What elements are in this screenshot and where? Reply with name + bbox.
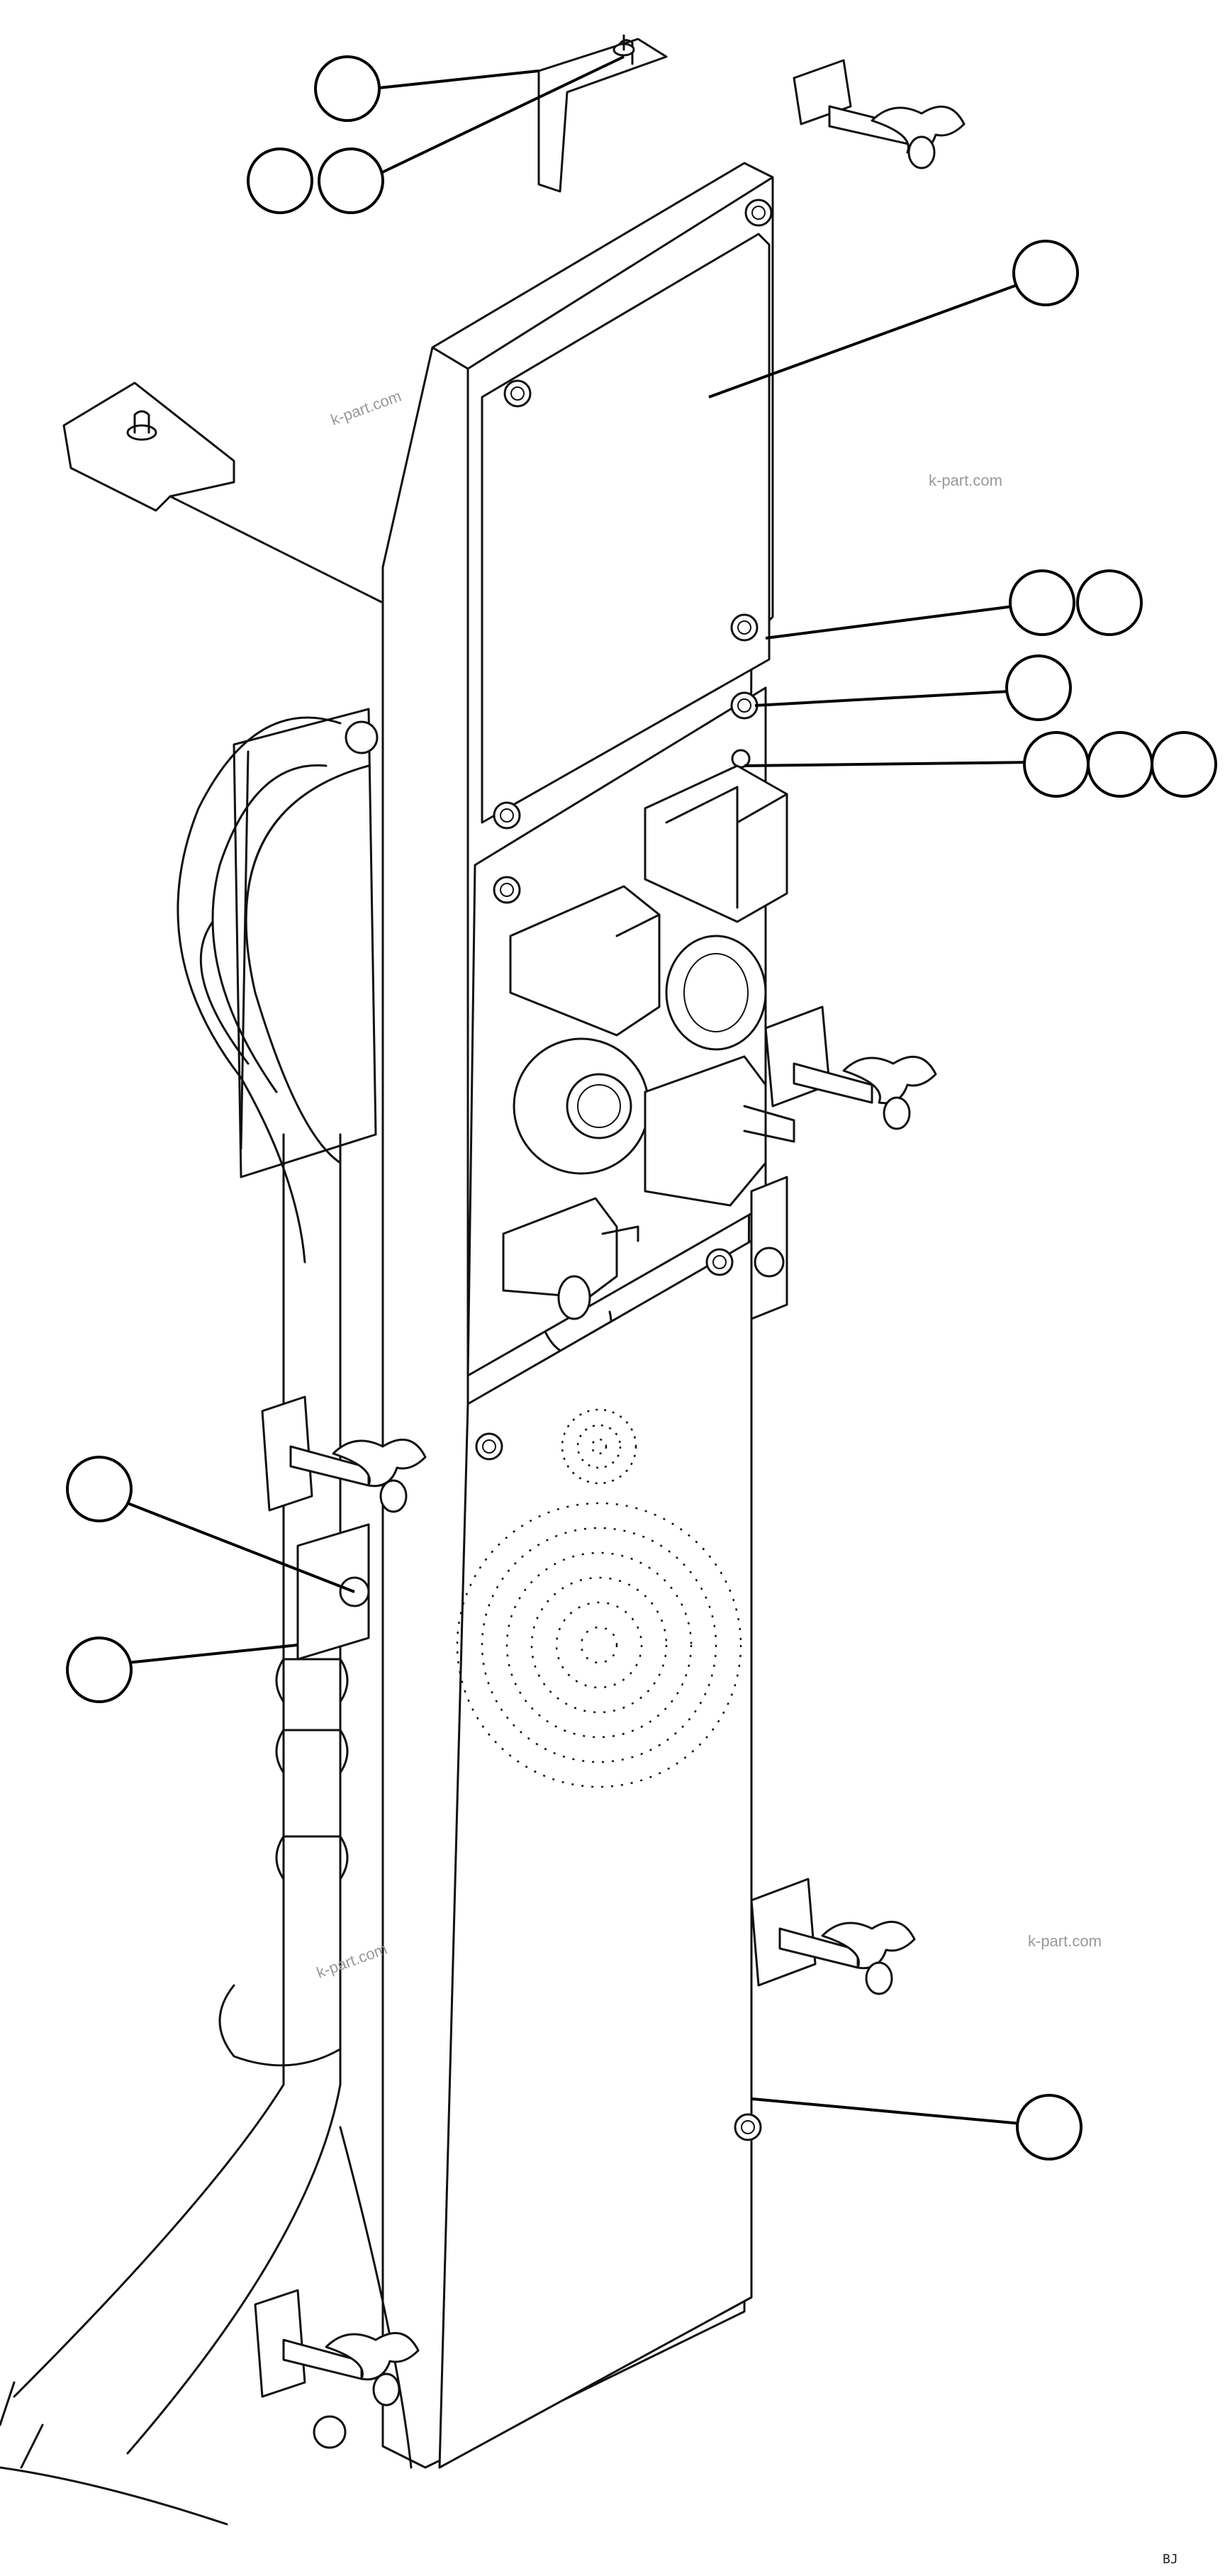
callout-c9 [1087, 731, 1153, 798]
watermark-1: k-part.com [328, 387, 403, 429]
callout-c11 [66, 1456, 355, 1593]
wire-harness [0, 716, 413, 2526]
top-mounting-bracket [537, 34, 852, 193]
figure-code: BJ [1163, 2552, 1178, 2567]
callout-c4 [708, 240, 1079, 398]
speaker-plate [438, 1239, 762, 2469]
callout-c12 [66, 1637, 298, 1703]
callout-c3 [318, 55, 625, 214]
watermark-3: k-part.com [1028, 1932, 1102, 1950]
callout-c10 [1151, 731, 1217, 798]
callout-c2 [247, 147, 313, 214]
callout-c7 [754, 654, 1072, 721]
connector-panel [466, 686, 795, 1377]
callout-c6 [1076, 569, 1143, 636]
wing-bolt-right-middle [750, 1005, 937, 1320]
wing-bolt-right-lower [750, 1878, 916, 1995]
wing-bolt-top-right [828, 105, 966, 169]
callout-c1 [314, 55, 539, 122]
watermark-2: k-part.com [929, 472, 1002, 489]
wire-guard-bracket [233, 708, 379, 1178]
wing-bolt-left-middle [261, 1395, 427, 1661]
top-cover-plate [481, 199, 773, 830]
wing-bolt-left-lower [254, 2289, 420, 2449]
callout-c13 [751, 2094, 1083, 2160]
watermark-4: k-part.com [314, 1940, 389, 1982]
callout-c8 [744, 731, 1090, 798]
callout-c5 [765, 569, 1075, 640]
